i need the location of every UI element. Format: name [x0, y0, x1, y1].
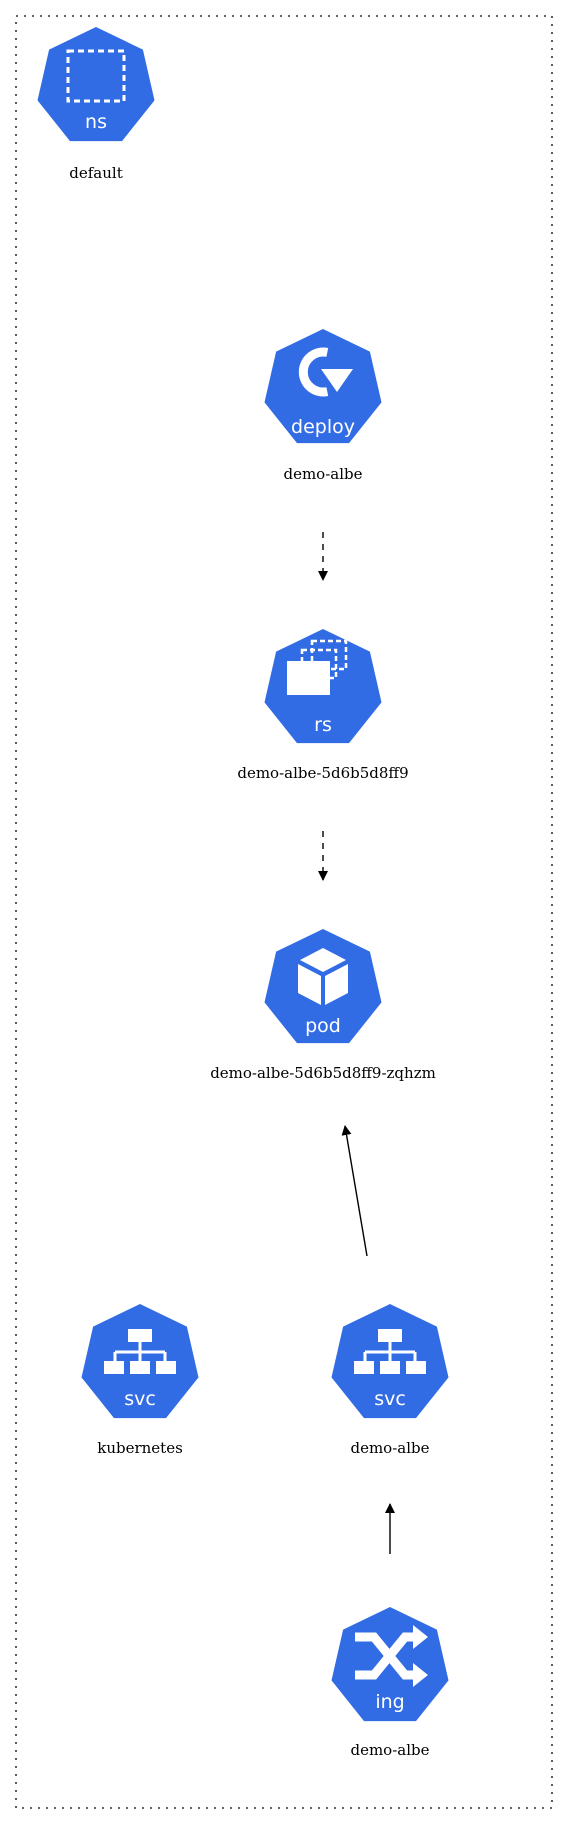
- deployment-kind-label: deploy: [291, 416, 355, 438]
- namespace-icon: [37, 27, 155, 142]
- service-demo-albe-name-label: demo-albe: [350, 1439, 429, 1457]
- pod-name-label: demo-albe-5d6b5d8ff9-zqhzm: [210, 1064, 436, 1082]
- service-icon: [331, 1304, 449, 1419]
- namespace-kind-label: ns: [85, 111, 107, 133]
- deployment-node[interactable]: deploy demo-albe: [264, 329, 382, 483]
- replicaset-icon: [264, 629, 382, 744]
- deployment-icon: [264, 329, 382, 444]
- pod-node[interactable]: pod demo-albe-5d6b5d8ff9-zqhzm: [210, 929, 436, 1082]
- deployment-name-label: demo-albe: [283, 465, 362, 483]
- service-demo-albe-kind-label: svc: [374, 1388, 406, 1410]
- pod-kind-label: pod: [305, 1015, 341, 1037]
- service-kubernetes-kind-label: svc: [124, 1388, 156, 1410]
- namespace-cluster-border: [15, 15, 553, 1809]
- namespace-name-label: default: [69, 164, 122, 182]
- replicaset-node[interactable]: rs demo-albe-5d6b5d8ff9: [237, 629, 409, 782]
- service-icon: [81, 1304, 199, 1419]
- service-kubernetes-node[interactable]: svc kubernetes: [81, 1304, 199, 1457]
- ingress-kind-label: ing: [375, 1691, 404, 1713]
- edge-svc-to-pod: [341, 1125, 368, 1257]
- service-kubernetes-name-label: kubernetes: [97, 1439, 183, 1457]
- service-demo-albe-node[interactable]: svc demo-albe: [331, 1304, 449, 1457]
- namespace-node[interactable]: ns default: [37, 27, 155, 182]
- ingress-icon: [331, 1607, 449, 1722]
- replicaset-kind-label: rs: [314, 714, 332, 736]
- ingress-node[interactable]: ing demo-albe: [331, 1607, 449, 1759]
- replicaset-name-label: demo-albe-5d6b5d8ff9: [237, 764, 408, 782]
- ingress-name-label: demo-albe: [350, 1741, 429, 1759]
- pod-icon: [264, 929, 382, 1044]
